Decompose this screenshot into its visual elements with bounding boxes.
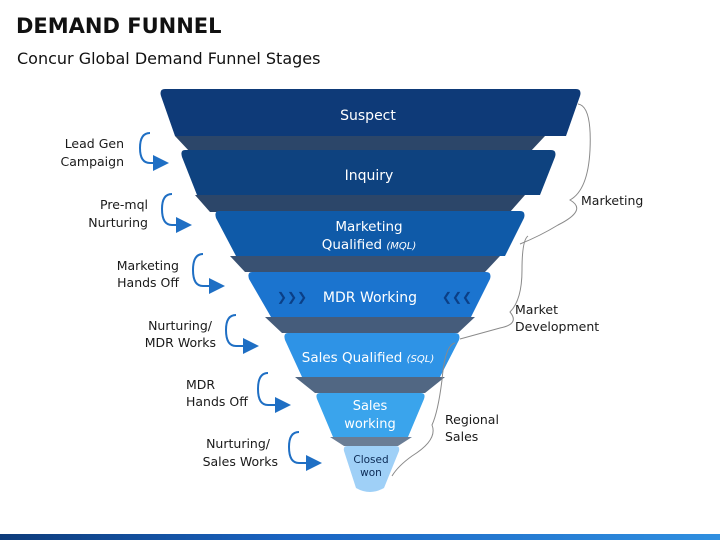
stage-closed-won: Closed won xyxy=(343,446,400,492)
group-braces xyxy=(391,103,591,477)
handoff-label-1-line2: Campaign xyxy=(61,154,125,169)
handoff-label-2-line1: Pre-mql xyxy=(100,197,148,212)
stage-suspect-label: Suspect xyxy=(340,108,396,124)
handoff-arrow-4 xyxy=(224,314,259,354)
group-label-regional-sales-line1: Regional xyxy=(445,412,499,427)
group-label-market-development-line2: Development xyxy=(515,319,599,334)
stage-sql-label: Sales Qualified (SQL) xyxy=(302,350,434,366)
brace-market-development xyxy=(459,235,529,340)
stage-inquiry-label: Inquiry xyxy=(345,168,394,184)
brace-regional-sales xyxy=(391,342,456,477)
handoff-label-6-line1: Nurturing/ xyxy=(206,436,271,451)
chevron-left-icon: ❮❮❮ xyxy=(442,290,472,304)
page-title: DEMAND FUNNEL xyxy=(16,14,222,38)
stage-sql: Sales Qualified (SQL) xyxy=(284,333,460,377)
page-subtitle: Concur Global Demand Funnel Stages xyxy=(17,49,321,68)
brace-marketing xyxy=(519,103,591,245)
bottom-accent-bar xyxy=(0,534,720,540)
handoff-label-3-line1: Marketing xyxy=(117,258,179,273)
handoff-arrow-1 xyxy=(138,132,169,171)
stage-closed-won-line1: Closed xyxy=(353,454,388,466)
chevron-right-icon: ❯❯❯ xyxy=(277,290,307,304)
handoff-arrows xyxy=(138,132,322,471)
stage-mdr-working: ❯❯❯ MDR Working ❮❮❮ xyxy=(248,272,491,317)
group-label-marketing: Marketing xyxy=(581,193,643,208)
handoff-label-4-line1: Nurturing/ xyxy=(148,318,213,333)
handoff-arrow-2 xyxy=(160,193,192,233)
stage-mql: Marketing Qualified (MQL) xyxy=(215,211,525,256)
handoff-label-6-line2: Sales Works xyxy=(203,454,278,469)
stage-sales-working-line1: Sales xyxy=(353,399,388,414)
group-label-regional-sales-line2: Sales xyxy=(445,429,478,444)
group-label-market-development-line1: Market xyxy=(515,302,558,317)
handoff-label-5-line2: Hands Off xyxy=(186,394,248,409)
handoff-arrow-3 xyxy=(191,253,225,294)
handoff-label-4-line2: MDR Works xyxy=(145,335,216,350)
handoff-label-1-line1: Lead Gen xyxy=(65,136,124,151)
stage-mql-label-line2: Qualified (MQL) xyxy=(322,237,417,253)
handoff-arrow-6 xyxy=(287,431,322,471)
stage-closed-won-line2: won xyxy=(360,467,382,479)
stage-inquiry: Inquiry xyxy=(181,150,556,195)
stage-suspect: Suspect xyxy=(160,89,581,136)
stage-sales-working: Sales working xyxy=(316,393,425,437)
stage-mdr-working-label: MDR Working xyxy=(323,290,417,306)
funnel-shadows xyxy=(175,136,545,446)
stage-sales-working-line2: working xyxy=(344,417,396,432)
handoff-label-3-line2: Hands Off xyxy=(117,275,179,290)
handoff-label-5-line1: MDR xyxy=(186,377,215,392)
handoff-arrow-5 xyxy=(256,372,291,413)
handoff-label-2-line2: Nurturing xyxy=(88,215,148,230)
handoff-labels: Lead Gen Campaign Pre-mql Nurturing Mark… xyxy=(61,136,279,469)
stage-mql-label-line1: Marketing xyxy=(335,219,402,235)
group-labels: Marketing Market Development Regional Sa… xyxy=(445,193,643,444)
